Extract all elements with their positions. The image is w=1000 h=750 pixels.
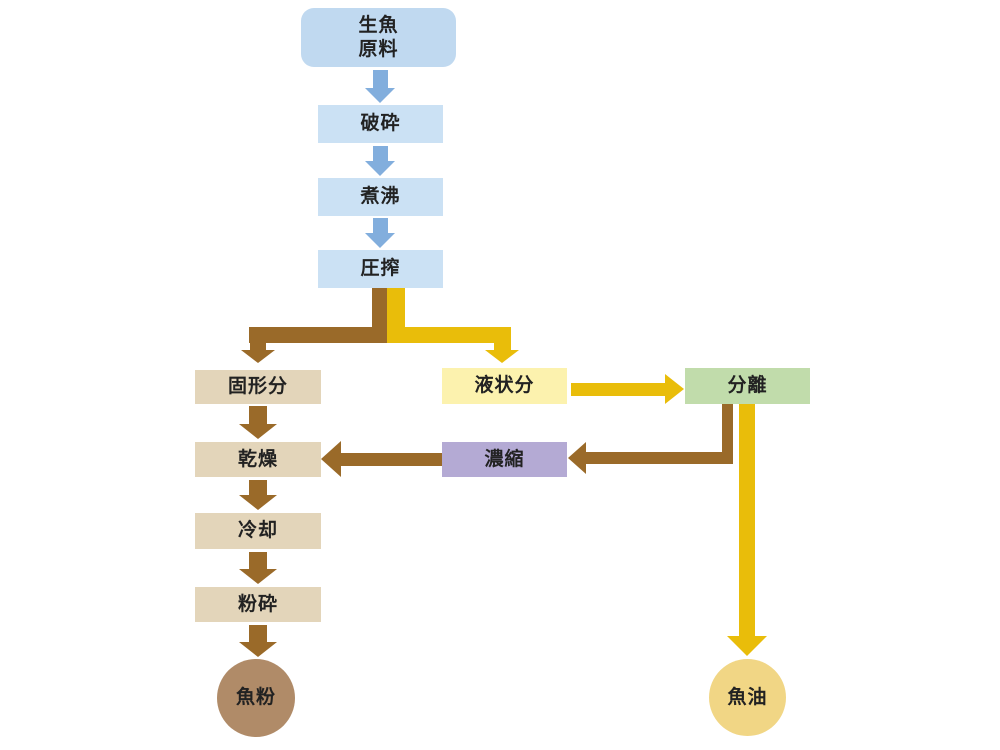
node-concentrate: 濃縮 <box>442 442 567 477</box>
node-fishmeal: 魚粉 <box>217 659 295 737</box>
arrow-split-to-liquid <box>485 327 519 363</box>
node-press-label: 圧搾 <box>360 258 401 280</box>
arrow-head <box>727 636 767 656</box>
arrow-shaft <box>493 327 511 350</box>
arrow-shaft <box>739 404 755 636</box>
node-separate: 分離 <box>685 368 810 404</box>
node-concentrate-label: 濃縮 <box>484 448 525 470</box>
node-fishmeal-label: 魚粉 <box>235 687 276 709</box>
arrow-shaft <box>341 452 442 466</box>
node-solid-fraction-label: 固形分 <box>227 376 288 398</box>
node-boil: 煮沸 <box>318 178 443 216</box>
arrow-head <box>239 569 277 584</box>
branch-bar-brown <box>249 327 387 343</box>
node-crush: 破砕 <box>318 105 443 143</box>
node-boil-label: 煮沸 <box>360 186 401 208</box>
arrow-shaft <box>250 327 266 350</box>
elbow-separate-horizontal <box>586 452 733 464</box>
node-cool: 冷却 <box>195 513 321 549</box>
arrow-shaft <box>249 406 267 424</box>
arrow-shaft <box>249 552 267 569</box>
node-separate-label: 分離 <box>727 375 768 397</box>
node-cool-label: 冷却 <box>237 520 278 542</box>
arrow-head <box>365 88 395 103</box>
arrow-head <box>365 233 395 248</box>
arrow-separate-to-concentrate-head <box>568 442 586 474</box>
node-solid-fraction: 固形分 <box>195 370 321 404</box>
arrow-shaft <box>372 218 388 233</box>
node-press: 圧搾 <box>318 250 443 288</box>
node-crush-label: 破砕 <box>360 113 401 135</box>
node-raw-fish: 生魚 原料 <box>301 8 456 67</box>
arrow-concentrate-to-dry <box>321 441 442 477</box>
elbow-separate-vertical <box>722 404 733 464</box>
arrow-head <box>239 495 277 510</box>
arrow-shaft <box>571 382 665 396</box>
arrow-head <box>365 161 395 176</box>
node-liquid-fraction-label: 液状分 <box>474 375 535 397</box>
arrow-shaft <box>372 146 388 161</box>
arrow-head <box>239 642 277 657</box>
node-pulverize: 粉砕 <box>195 587 321 622</box>
arrow-head <box>239 424 277 439</box>
branch-bar-yellow <box>387 327 510 343</box>
arrow-shaft <box>249 480 267 495</box>
arrow-crush-to-boil <box>365 146 395 176</box>
arrow-shaft <box>249 625 267 642</box>
arrow-head <box>241 350 275 363</box>
node-liquid-fraction: 液状分 <box>442 368 567 404</box>
arrow-head <box>485 350 519 363</box>
arrow-solid-to-dry <box>239 406 277 439</box>
raw-fish-line2: 原料 <box>358 38 399 60</box>
arrow-split-to-solid <box>241 327 275 363</box>
arrow-dry-to-cool <box>239 480 277 510</box>
arrow-boil-to-press <box>365 218 395 248</box>
node-raw-fish-label: 生魚 原料 <box>358 14 398 62</box>
arrow-head <box>321 441 341 477</box>
arrow-cool-to-pulverize <box>239 552 277 584</box>
arrow-separate-to-fishoil <box>727 404 767 656</box>
node-dry-label: 乾燥 <box>237 448 278 470</box>
arrow-head <box>665 374 684 404</box>
arrow-pulverize-to-fishmeal <box>239 625 277 657</box>
arrow-raw-to-crush <box>365 70 395 103</box>
raw-fish-line1: 生魚 <box>358 14 399 36</box>
node-pulverize-label: 粉砕 <box>237 593 278 615</box>
node-fishoil: 魚油 <box>709 659 786 736</box>
arrow-liquid-to-separate <box>571 374 684 404</box>
node-dry: 乾燥 <box>195 442 321 477</box>
arrow-shaft <box>372 70 388 88</box>
node-fishoil-label: 魚油 <box>727 686 768 708</box>
